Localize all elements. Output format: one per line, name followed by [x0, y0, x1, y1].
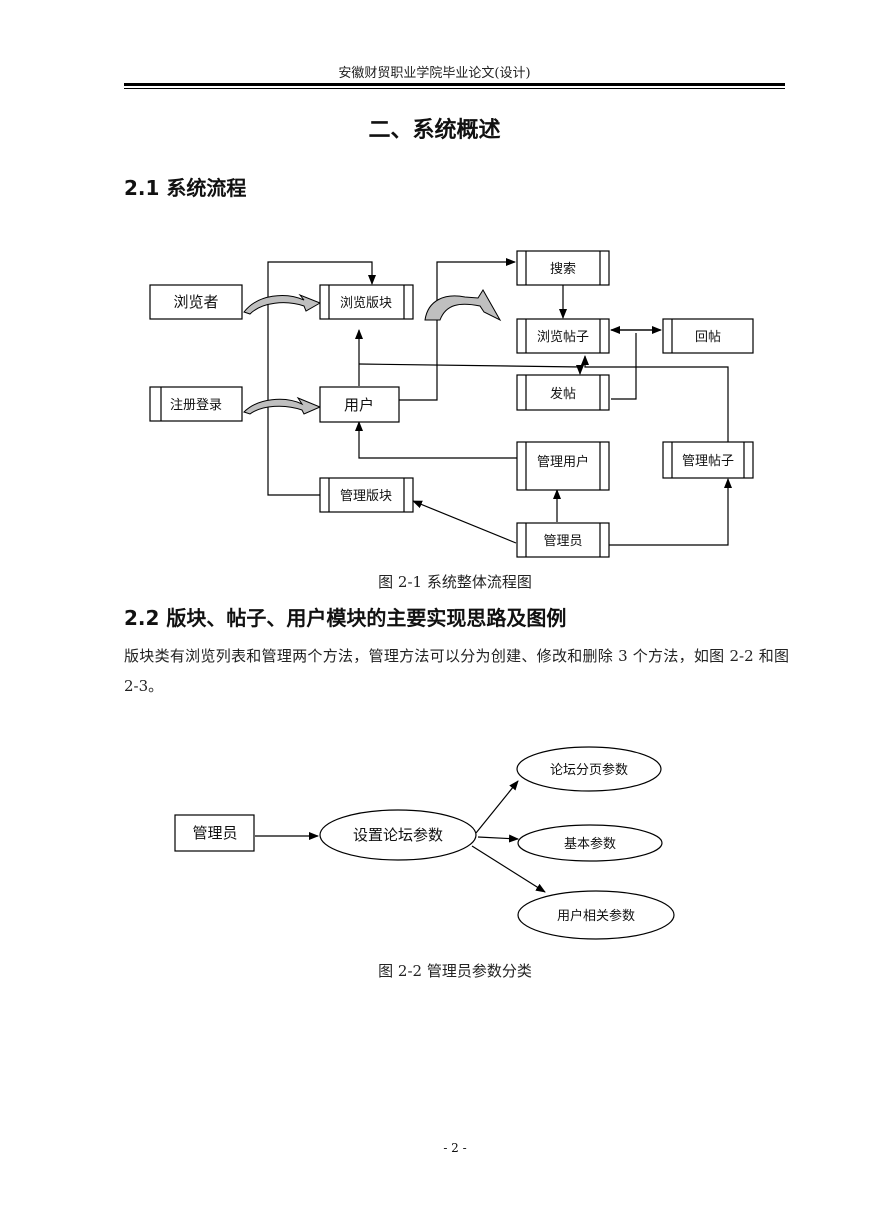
node-user: 用户: [344, 396, 374, 414]
fig2-node-set-params: 设置论坛参数: [353, 826, 443, 844]
node-browser: 浏览者: [173, 293, 218, 311]
page-number: - 2 -: [443, 1141, 467, 1155]
node-manage-post: 管理帖子: [682, 454, 734, 469]
node-manage-board: 管理版块: [340, 489, 392, 504]
header-rule-thin: [124, 88, 785, 89]
node-browse-post: 浏览帖子: [537, 329, 589, 345]
running-header: 安徽财贸职业学院毕业论文(设计): [338, 66, 531, 81]
header-rule-thick: [124, 83, 785, 86]
fig2-node-paging-params: 论坛分页参数: [550, 762, 628, 778]
admin-parameter-diagram: 管理员 设置论坛参数 论坛分页参数 基本参数 用户相关参数: [174, 746, 675, 940]
node-reply: 回帖: [695, 330, 721, 345]
figure-2-1-caption: 图 2-1 系统整体流程图: [378, 573, 532, 591]
node-browse-board: 浏览版块: [340, 295, 392, 311]
chapter-title: 二、系统概述: [368, 118, 501, 143]
node-post: 发帖: [550, 386, 576, 402]
section-2-2-title: 2.2 版块、帖子、用户模块的主要实现思路及图例: [124, 606, 567, 630]
node-admin: 管理员: [543, 534, 582, 549]
body-paragraph: 版块类有浏览列表和管理两个方法，管理方法可以分为创建、修改和删除 3 个方法，如…: [124, 647, 789, 695]
node-register: 注册登录: [170, 398, 222, 413]
node-search: 搜索: [550, 262, 576, 277]
fig2-node-user-params: 用户相关参数: [557, 908, 635, 924]
fig2-node-admin: 管理员: [192, 824, 237, 842]
figure-2-2-caption: 图 2-2 管理员参数分类: [378, 962, 532, 980]
section-2-1-title: 2.1 系统流程: [124, 176, 247, 200]
system-flow-diagram: 浏览者 注册登录 浏览版块 用户 管理版块 搜索 浏览帖子 回帖 发帖 管理用户…: [149, 250, 754, 558]
fig2-node-basic-params: 基本参数: [564, 836, 616, 852]
node-manage-user: 管理用户: [537, 454, 589, 470]
